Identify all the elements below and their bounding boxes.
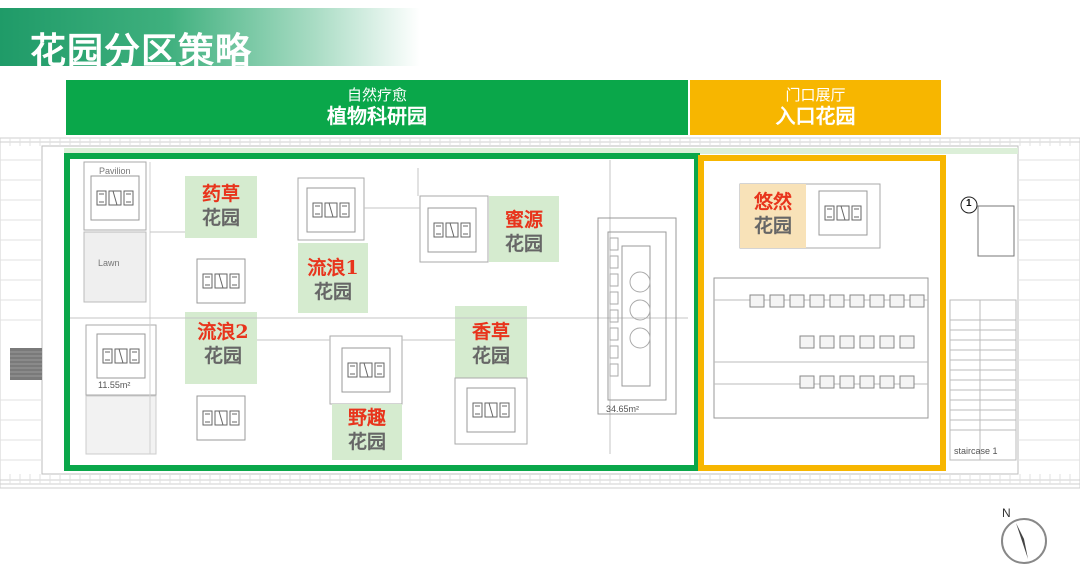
north-arrow-icon [1001,518,1047,564]
garden-label-fragrant: 香草 花园 [471,321,510,367]
page-title: 花园分区策略 [30,31,253,72]
room-marker: 1 [966,198,972,209]
title-bar: 花园分区策略 [0,8,420,72]
zone-subtitle-entrance: 门口展厅 [785,86,846,104]
zone-header-research: 自然疗愈 植物科研园 [66,80,688,135]
zone-outline-research [64,153,700,471]
garden-label-wild: 野趣 花园 [347,407,386,453]
zone-header-entrance: 门口展厅 入口花园 [690,80,941,135]
zone-title-entrance: 入口花园 [775,104,856,128]
pavilion-label: Pavilion [99,166,131,176]
garden-label-leisure: 悠然 花园 [753,191,792,237]
area-label-1: 11.55m² [98,380,131,390]
zone-subtitle-research: 自然疗愈 [346,86,407,104]
zone-outline-entrance [698,155,946,471]
lawn-label: Lawn [98,258,120,268]
floor-plan [0,137,1080,489]
north-label: N [1002,506,1011,520]
staircase-label: staircase 1 [954,446,998,456]
garden-label-wander2: 流浪2 花园 [197,321,249,367]
zone-title-research: 植物科研园 [327,104,427,128]
garden-label-herb: 药草 花园 [201,183,240,229]
garden-label-nectar: 蜜源 花园 [504,209,543,255]
area-label-2: 34.65m² [606,404,640,414]
garden-label-wander1: 流浪1 花园 [307,257,359,303]
